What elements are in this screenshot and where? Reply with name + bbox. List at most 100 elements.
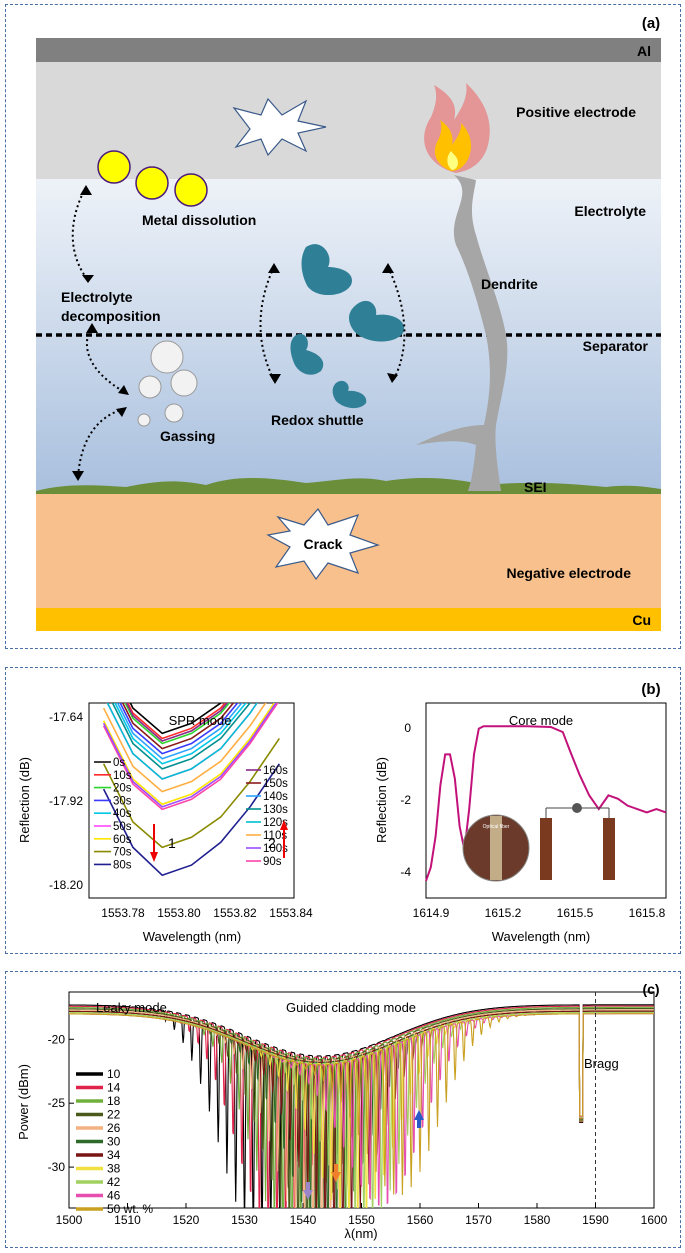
metal-ball [174, 173, 208, 207]
spectrum-series-50 wt. % [69, 1013, 654, 1196]
positive-electrode-layer [36, 62, 661, 179]
core-title: Core mode [509, 713, 573, 728]
spr-series-110s [102, 703, 267, 793]
xtick-label: 1540 [290, 1213, 317, 1227]
spr-lines [102, 703, 281, 877]
fire-icon [424, 83, 490, 173]
power-ylabel: Power (dBm) [16, 1064, 31, 1140]
spectrum-series-34 [69, 1010, 654, 1208]
orange-arrow-icon [331, 1164, 341, 1182]
spectrum-series-14 [69, 1005, 654, 1208]
gassing-label: Gassing [160, 428, 215, 444]
panel-a: (a) Al Positive electrode Electrolyte Me… [5, 4, 681, 649]
spectrum-legend-label: 30 [107, 1135, 121, 1149]
spr-chart: SPR mode Reflection (dB) Wavelength (nm)… [17, 702, 313, 944]
panel-c: (c) Leaky mode Guided cladding mode Brag… [5, 971, 681, 1248]
core-xlabel: Wavelength (nm) [492, 929, 591, 944]
spr-legend-label: 10s [113, 770, 132, 782]
arrow-up-head [280, 820, 288, 830]
spr-legend-label: 150s [263, 778, 288, 790]
inset-label: Optical fiber [483, 824, 510, 830]
metal-ball [135, 166, 169, 200]
electrolyte-decomposition-label-1: Electrolyte [61, 289, 133, 305]
metal-dissolution-label: Metal dissolution [142, 212, 256, 228]
spr-legend-label: 80s [113, 859, 132, 871]
dendrite-label: Dendrite [481, 276, 538, 292]
spr-xtick: 1553.78 [101, 906, 145, 920]
xtick-label: 1500 [56, 1213, 83, 1227]
spr-ytick: -18.20 [49, 878, 83, 892]
electrolyte-decomposition-label-2: decomposition [61, 308, 161, 324]
core-ytick: -4 [400, 865, 411, 879]
purple-arrow-icon [303, 1182, 313, 1200]
crack-label: Crack [304, 536, 343, 552]
spr-legend-label: 20s [113, 783, 132, 795]
core-plot-frame [425, 702, 667, 899]
spr-series-150s [121, 703, 235, 750]
xtick-label: 1520 [173, 1213, 200, 1227]
al-label: Al [637, 43, 651, 59]
negative-electrode-label: Negative electrode [507, 565, 632, 581]
gas-bubble [138, 375, 162, 399]
spectrum-legend-label: 14 [107, 1081, 121, 1095]
spr-xtick: 1553.84 [269, 906, 313, 920]
spr-series-70s [102, 738, 281, 849]
panel-c-svg: (c) Leaky mode Guided cladding mode Brag… [16, 981, 668, 1241]
spectrum-yticks: -20-25-30 [48, 1032, 74, 1174]
separator-label: Separator [583, 338, 649, 354]
fiber-probe-right [603, 818, 615, 880]
xtick-label: 1510 [114, 1213, 141, 1227]
spr-legend-label: 90s [263, 856, 282, 868]
spr-legend-label: 140s [263, 791, 288, 803]
spectrum-legend-label: 18 [107, 1094, 121, 1108]
panel-b-tag: (b) [641, 681, 660, 698]
spark-icon [232, 97, 327, 157]
spr-legend-label: 40s [113, 808, 132, 820]
xtick-label: 1570 [465, 1213, 492, 1227]
spr-legend-label: 60s [113, 834, 132, 846]
al-layer [36, 38, 661, 62]
arrow-1-label: 1 [168, 835, 176, 851]
core-xtick: 1615.2 [485, 906, 522, 920]
redox-shuttle-label: Redox shuttle [271, 412, 364, 428]
core-xtick: 1614.9 [413, 906, 450, 920]
panel-b-svg: (b) SPR mode Reflection (dB) Wavelength … [17, 681, 667, 944]
gas-bubble [164, 403, 184, 423]
meter-icon [572, 803, 582, 813]
xtick-label: 1580 [524, 1213, 551, 1227]
spr-ytick: -17.92 [49, 794, 83, 808]
spectrum-legend-label: 50 wt. % [107, 1202, 153, 1216]
gas-bubble [170, 369, 198, 397]
spr-xtick: 1553.80 [157, 906, 201, 920]
spr-legend-label: 130s [263, 804, 288, 816]
ytick-label: -20 [48, 1032, 66, 1046]
spectrum-series-26 [69, 1009, 654, 1208]
crack-icon [266, 507, 380, 581]
core-ytick: 0 [404, 721, 411, 735]
xtick-label: 1530 [231, 1213, 258, 1227]
spr-xtick: 1553.82 [213, 906, 257, 920]
spr-legend-label: 160s [263, 765, 288, 777]
xtick-label: 1600 [641, 1213, 668, 1227]
leaky-mode-label: Leaky mode [96, 1000, 167, 1015]
spr-series-0s [129, 703, 222, 735]
xtick-label: 1560 [407, 1213, 434, 1227]
spr-legend-label: 0s [113, 757, 125, 769]
spr-series-100s [102, 703, 277, 808]
core-mode-line [425, 725, 667, 882]
core-ytick: -2 [400, 793, 411, 807]
spr-series-60s [102, 703, 276, 806]
fiber-core [490, 816, 502, 880]
core-xtick: 1615.5 [557, 906, 594, 920]
core-xtick: 1615.8 [629, 906, 666, 920]
spr-series-90s [102, 703, 279, 811]
spectrum-legend-label: 22 [107, 1108, 121, 1122]
panel-a-tag: (a) [642, 15, 660, 32]
spr-plot-frame [88, 702, 295, 899]
lambda-xlabel: λ(nm) [344, 1226, 377, 1241]
spectrum-legend-label: 46 [107, 1189, 121, 1203]
spr-series-80s [102, 763, 281, 877]
fiber-probe-left [540, 818, 552, 880]
